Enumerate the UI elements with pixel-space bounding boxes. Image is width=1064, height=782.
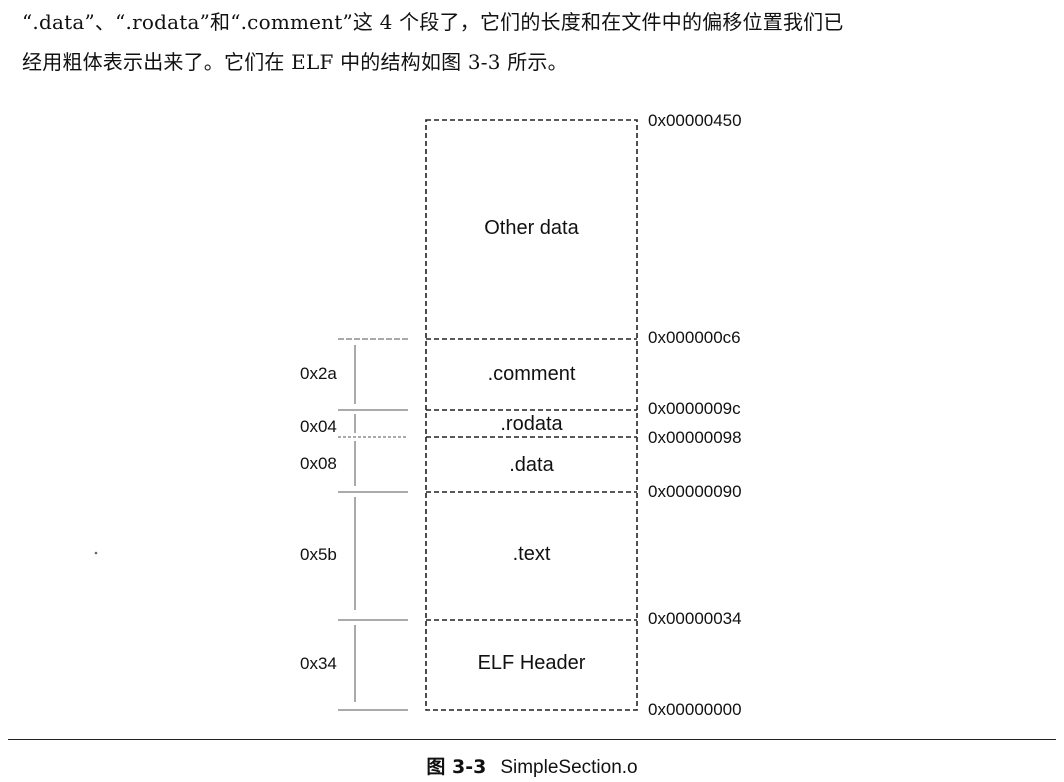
address-label: 0x00000034 (648, 609, 742, 628)
size-label: 0x08 (300, 454, 337, 473)
figure-caption: 图 3-3 SimpleSection.o (0, 752, 1064, 779)
caption-rule (8, 739, 1056, 740)
segment-rodata: .rodata (500, 413, 563, 435)
elf-layout-diagram (94, 119, 638, 711)
paragraph-line-2: 经用粗体表示出来了。它们在 ELF 中的结构如图 3-3 所示。 (22, 50, 568, 74)
paragraph-line-1: “.data”、“.rodata”和“.comment”这 4 个段了，它们的长… (22, 10, 844, 34)
segment-text: .text (512, 543, 551, 565)
stray-dot (94, 551, 98, 555)
size-label: 0x04 (300, 417, 337, 436)
segment-comment: .comment (487, 363, 576, 385)
segment-data: .data (509, 454, 554, 476)
address-label: 0x000000c6 (648, 328, 741, 347)
segment-elf-header: ELF Header (477, 652, 586, 674)
address-label: 0x00000098 (648, 428, 742, 447)
size-ticks (338, 338, 408, 711)
address-label: 0x00000000 (648, 700, 742, 719)
address-label: 0x00000450 (648, 111, 742, 130)
size-label: 0x34 (300, 654, 337, 673)
address-label: 0x0000009c (648, 399, 741, 418)
size-label: 0x2a (300, 364, 337, 383)
caption-figure-number: 图 3-3 (426, 756, 487, 778)
address-label: 0x00000090 (648, 482, 742, 501)
section-box (425, 119, 638, 711)
segment-other-data: Other data (484, 217, 579, 239)
caption-title: SimpleSection.o (500, 757, 638, 778)
size-label: 0x5b (300, 545, 337, 564)
